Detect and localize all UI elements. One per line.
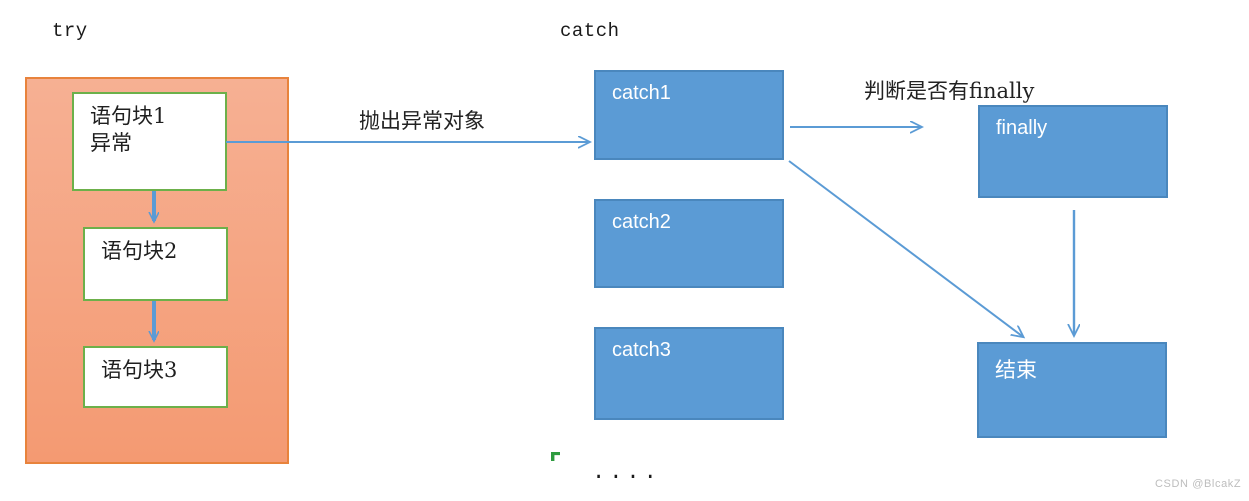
- statement-block-1-line1: 语句块1: [90, 104, 167, 128]
- statement-block-3-line1: 语句块3: [101, 358, 178, 382]
- statement-block-3[interactable]: 语句块3: [83, 346, 228, 408]
- catch-section-label: catch: [560, 20, 620, 42]
- edge-label-check-finally: 判断是否有finally: [864, 79, 1035, 103]
- catch-clause-3[interactable]: catch3: [594, 327, 784, 420]
- finally-block-label: finally: [996, 117, 1048, 139]
- statement-block-2-line1: 语句块2: [101, 239, 178, 263]
- catch-clause-2[interactable]: catch2: [594, 199, 784, 288]
- statement-block-1-line2: 异常: [90, 130, 132, 155]
- finally-block[interactable]: finally: [978, 105, 1168, 198]
- edge-label-throw-exception: 抛出异常对象: [359, 109, 485, 133]
- catch-clause-1[interactable]: catch1: [594, 70, 784, 160]
- try-section-label: try: [52, 20, 88, 42]
- selection-handle-icon: [551, 452, 560, 461]
- watermark-text: CSDN @BlcakZ: [1155, 478, 1242, 490]
- catch-ellipsis: ....: [592, 460, 661, 485]
- statement-block-2[interactable]: 语句块2: [83, 227, 228, 301]
- end-block[interactable]: 结束: [977, 342, 1167, 438]
- catch-clause-3-label: catch3: [612, 339, 671, 361]
- end-block-label: 结束: [995, 358, 1037, 382]
- catch-clause-2-label: catch2: [612, 211, 671, 233]
- catch-clause-1-label: catch1: [612, 82, 671, 104]
- statement-block-1[interactable]: 语句块1 异常: [72, 92, 227, 191]
